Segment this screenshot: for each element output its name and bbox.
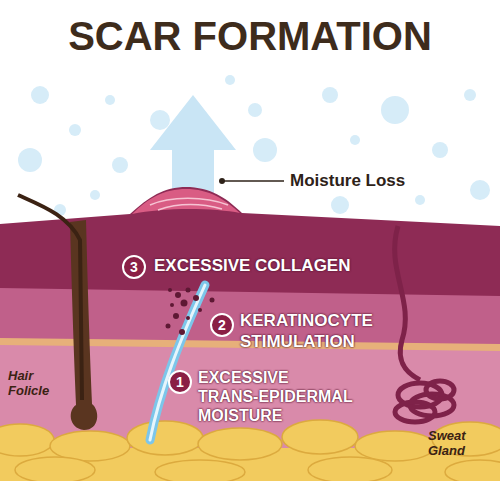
- callout-number: 1: [168, 370, 192, 394]
- title: SCAR FORMATION: [0, 14, 500, 59]
- callout-number: 3: [122, 255, 146, 279]
- leader-line: [222, 180, 284, 182]
- scar-bump: [132, 189, 240, 214]
- moisture-loss-label: Moisture Loss: [290, 171, 405, 191]
- part-label: Hair Folicle: [8, 368, 49, 398]
- epidermis: [0, 187, 500, 481]
- sweat-gland: [395, 226, 454, 422]
- layer-label: KERATINOCYTE STIMULATION: [240, 310, 373, 352]
- moisture-path: [150, 285, 205, 440]
- layer-label: EXCESSIVE COLLAGEN: [154, 256, 350, 276]
- part-label: Sweat Gland: [428, 428, 466, 458]
- keratinocyte-dots: [166, 288, 215, 336]
- layer-label: EXCESSIVE TRANS-EPIDERMAL MOISTURE: [198, 368, 353, 425]
- callout-number: 2: [210, 313, 234, 337]
- fat-layer: [0, 420, 500, 481]
